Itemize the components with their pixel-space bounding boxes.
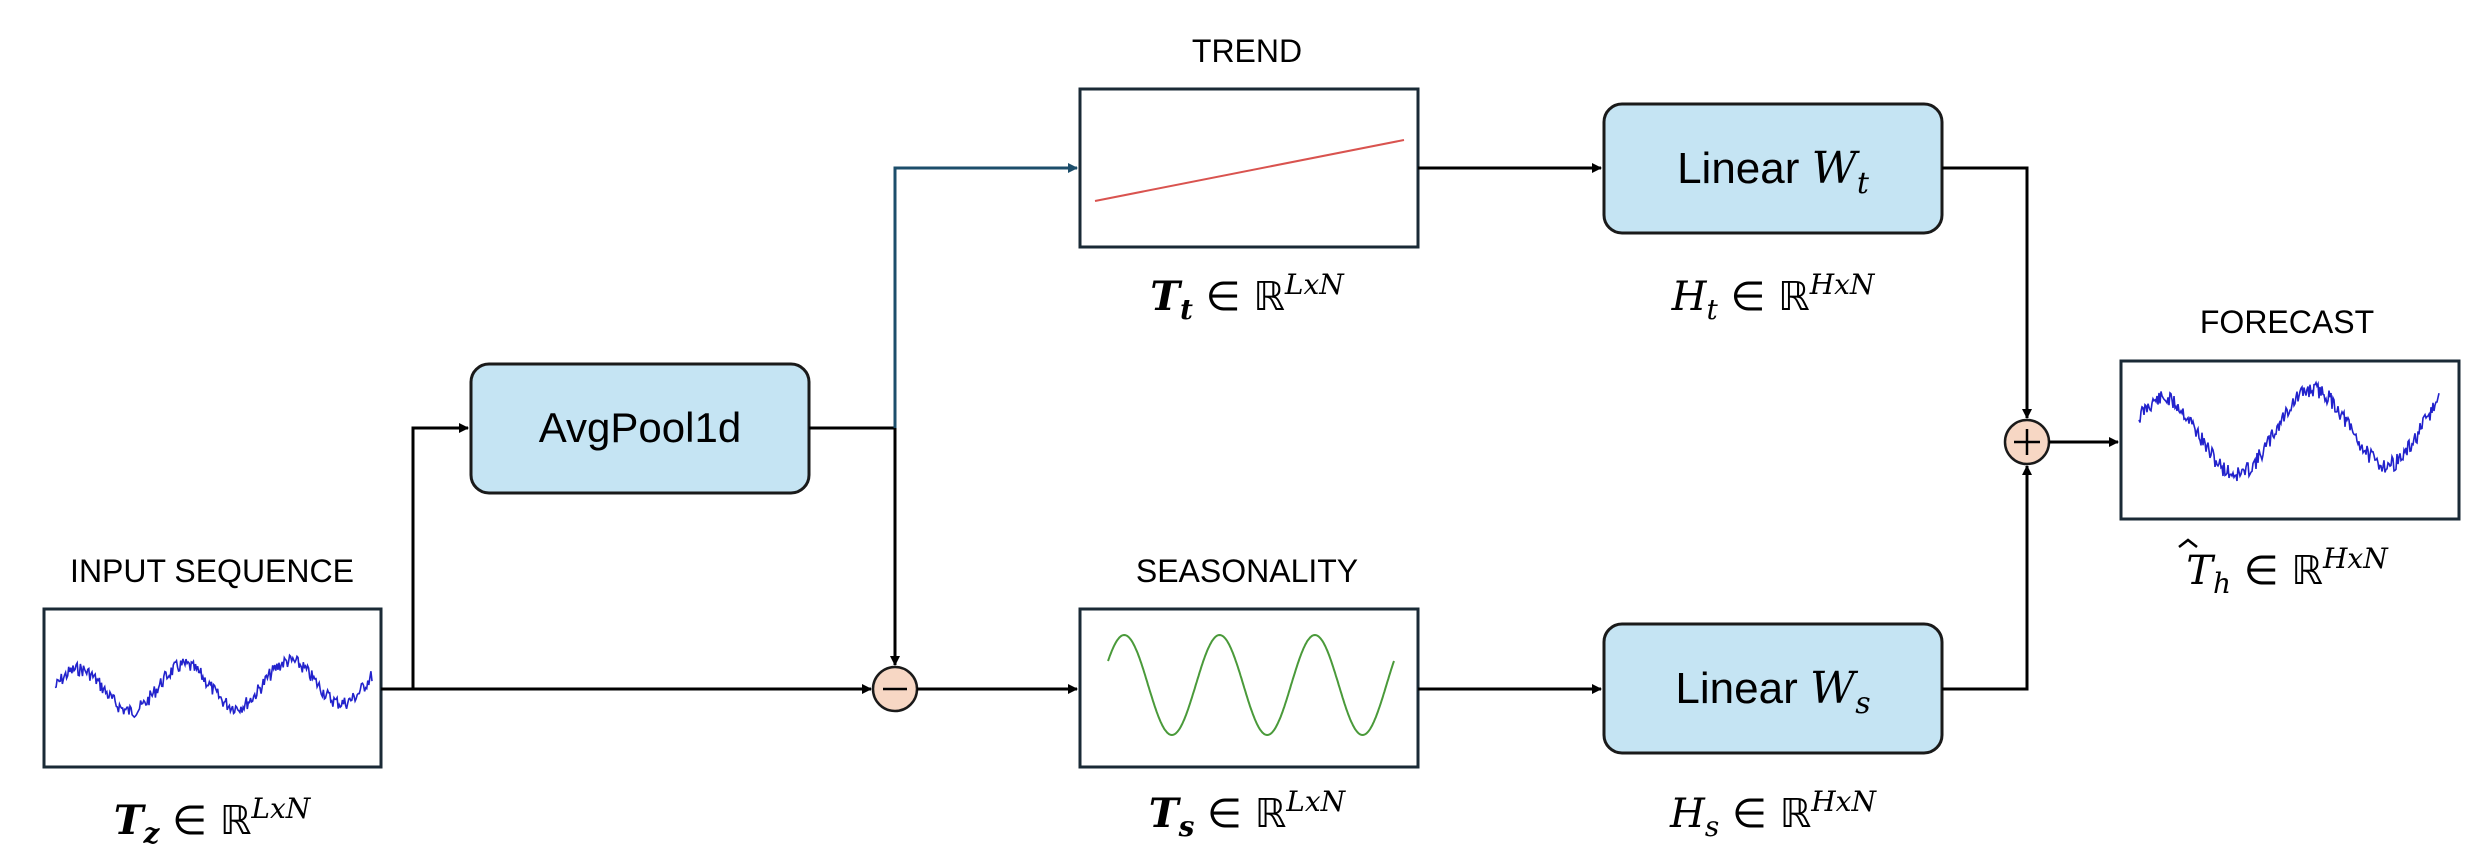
add-operator xyxy=(2003,418,2051,466)
linear-wt-label: Linear Wt xyxy=(1677,143,1870,201)
seasonality-line xyxy=(1107,633,1395,737)
tz-caption: Tz ∈ ℝLxN xyxy=(114,792,312,850)
hat-accent xyxy=(2178,538,2198,548)
trend-line xyxy=(1094,139,1405,202)
forecast-label: FORECAST xyxy=(2200,304,2374,340)
seasonality-panel xyxy=(1078,607,1420,769)
linear-wt-block: Linear Wt xyxy=(1602,102,1944,235)
th-caption: Th ∈ ℝHxN xyxy=(2178,538,2389,600)
seasonality-label: SEASONALITY xyxy=(1136,553,1358,589)
input-signal-line xyxy=(54,653,373,719)
forecast-panel xyxy=(2119,359,2461,521)
subtract-operator xyxy=(871,665,919,713)
input-sequence-panel xyxy=(42,607,383,769)
ht-caption: Ht ∈ ℝHxN xyxy=(1671,268,1876,326)
arrow-linear-ws-to-plus xyxy=(1942,465,2032,691)
linear-ws-block: Linear Ws xyxy=(1602,622,1944,755)
avgpool-label: AvgPool1d xyxy=(539,404,741,451)
linear-ws-label: Linear Ws xyxy=(1675,663,1870,721)
forecast-signal-line xyxy=(2138,380,2440,482)
avgpool-block: AvgPool1d xyxy=(469,362,811,495)
trend-label: TREND xyxy=(1192,33,1302,69)
trend-panel xyxy=(1078,87,1420,249)
svg-text:Th ∈ ℝHxN: Th ∈ ℝHxN xyxy=(2186,542,2389,600)
ts-caption: Ts ∈ ℝLxN xyxy=(1149,785,1347,843)
hs-caption: Hs ∈ ℝHxN xyxy=(1669,785,1877,843)
arrow-linear-wt-to-plus xyxy=(1942,166,2032,419)
connectors xyxy=(381,163,2119,694)
arrow-input-to-avgpool xyxy=(411,423,469,689)
tt-caption: Tt ∈ ℝLxN xyxy=(1150,268,1345,326)
input-sequence-label: INPUT SEQUENCE xyxy=(70,553,354,589)
arrow-avgpool-to-trend xyxy=(893,163,1078,428)
